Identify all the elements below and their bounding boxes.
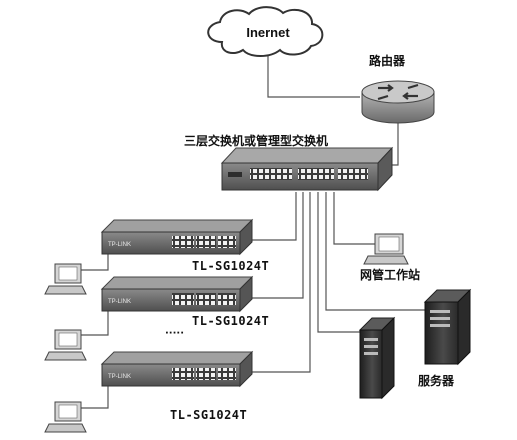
link-switch1-pc1 [80, 252, 109, 271]
core-switch-icon [220, 146, 394, 192]
core-switch-label: 三层交换机或管理型交换机 [184, 134, 329, 148]
link-core-server1 [317, 192, 360, 333]
link-core-switch3 [240, 192, 311, 373]
link-internet-router [267, 52, 360, 98]
switch-icon: TP-LINK [100, 350, 254, 388]
pc-icon [363, 233, 409, 265]
server-icon [423, 288, 472, 366]
switch-brand-label: TP-LINK [108, 299, 131, 305]
server-icon [358, 316, 396, 400]
ellipsis-label: ····· [165, 328, 184, 339]
servers-label: 服务器 [418, 374, 455, 388]
access-switch-3-label: TL-SG1024T [170, 408, 248, 422]
link-core-switch2 [240, 192, 304, 299]
management-station-label: 网管工作站 [360, 268, 421, 282]
pc-icon [44, 263, 87, 295]
router-label: 路由器 [369, 54, 406, 68]
switch-brand-label: TP-LINK [108, 242, 131, 248]
switch-icon: TP-LINK [100, 218, 254, 256]
pc-icon [44, 401, 87, 433]
link-core-switch1 [240, 192, 297, 241]
internet-label: Inernet [246, 25, 290, 40]
access-switch-1-label: TL-SG1024T [192, 259, 270, 273]
router-icon [361, 80, 435, 124]
switch-icon: TP-LINK [100, 275, 254, 313]
link-switch3-pc3 [80, 382, 109, 409]
switch-brand-label: TP-LINK [108, 374, 131, 380]
access-switch-2-label: TL-SG1024T [192, 314, 270, 328]
pc-icon [44, 329, 87, 361]
link-core-server2 [325, 192, 425, 311]
connection-lines [80, 52, 425, 409]
link-core-station [333, 192, 375, 245]
cloud-icon: Inernet [207, 6, 324, 57]
link-switch2-pc2 [80, 310, 109, 336]
